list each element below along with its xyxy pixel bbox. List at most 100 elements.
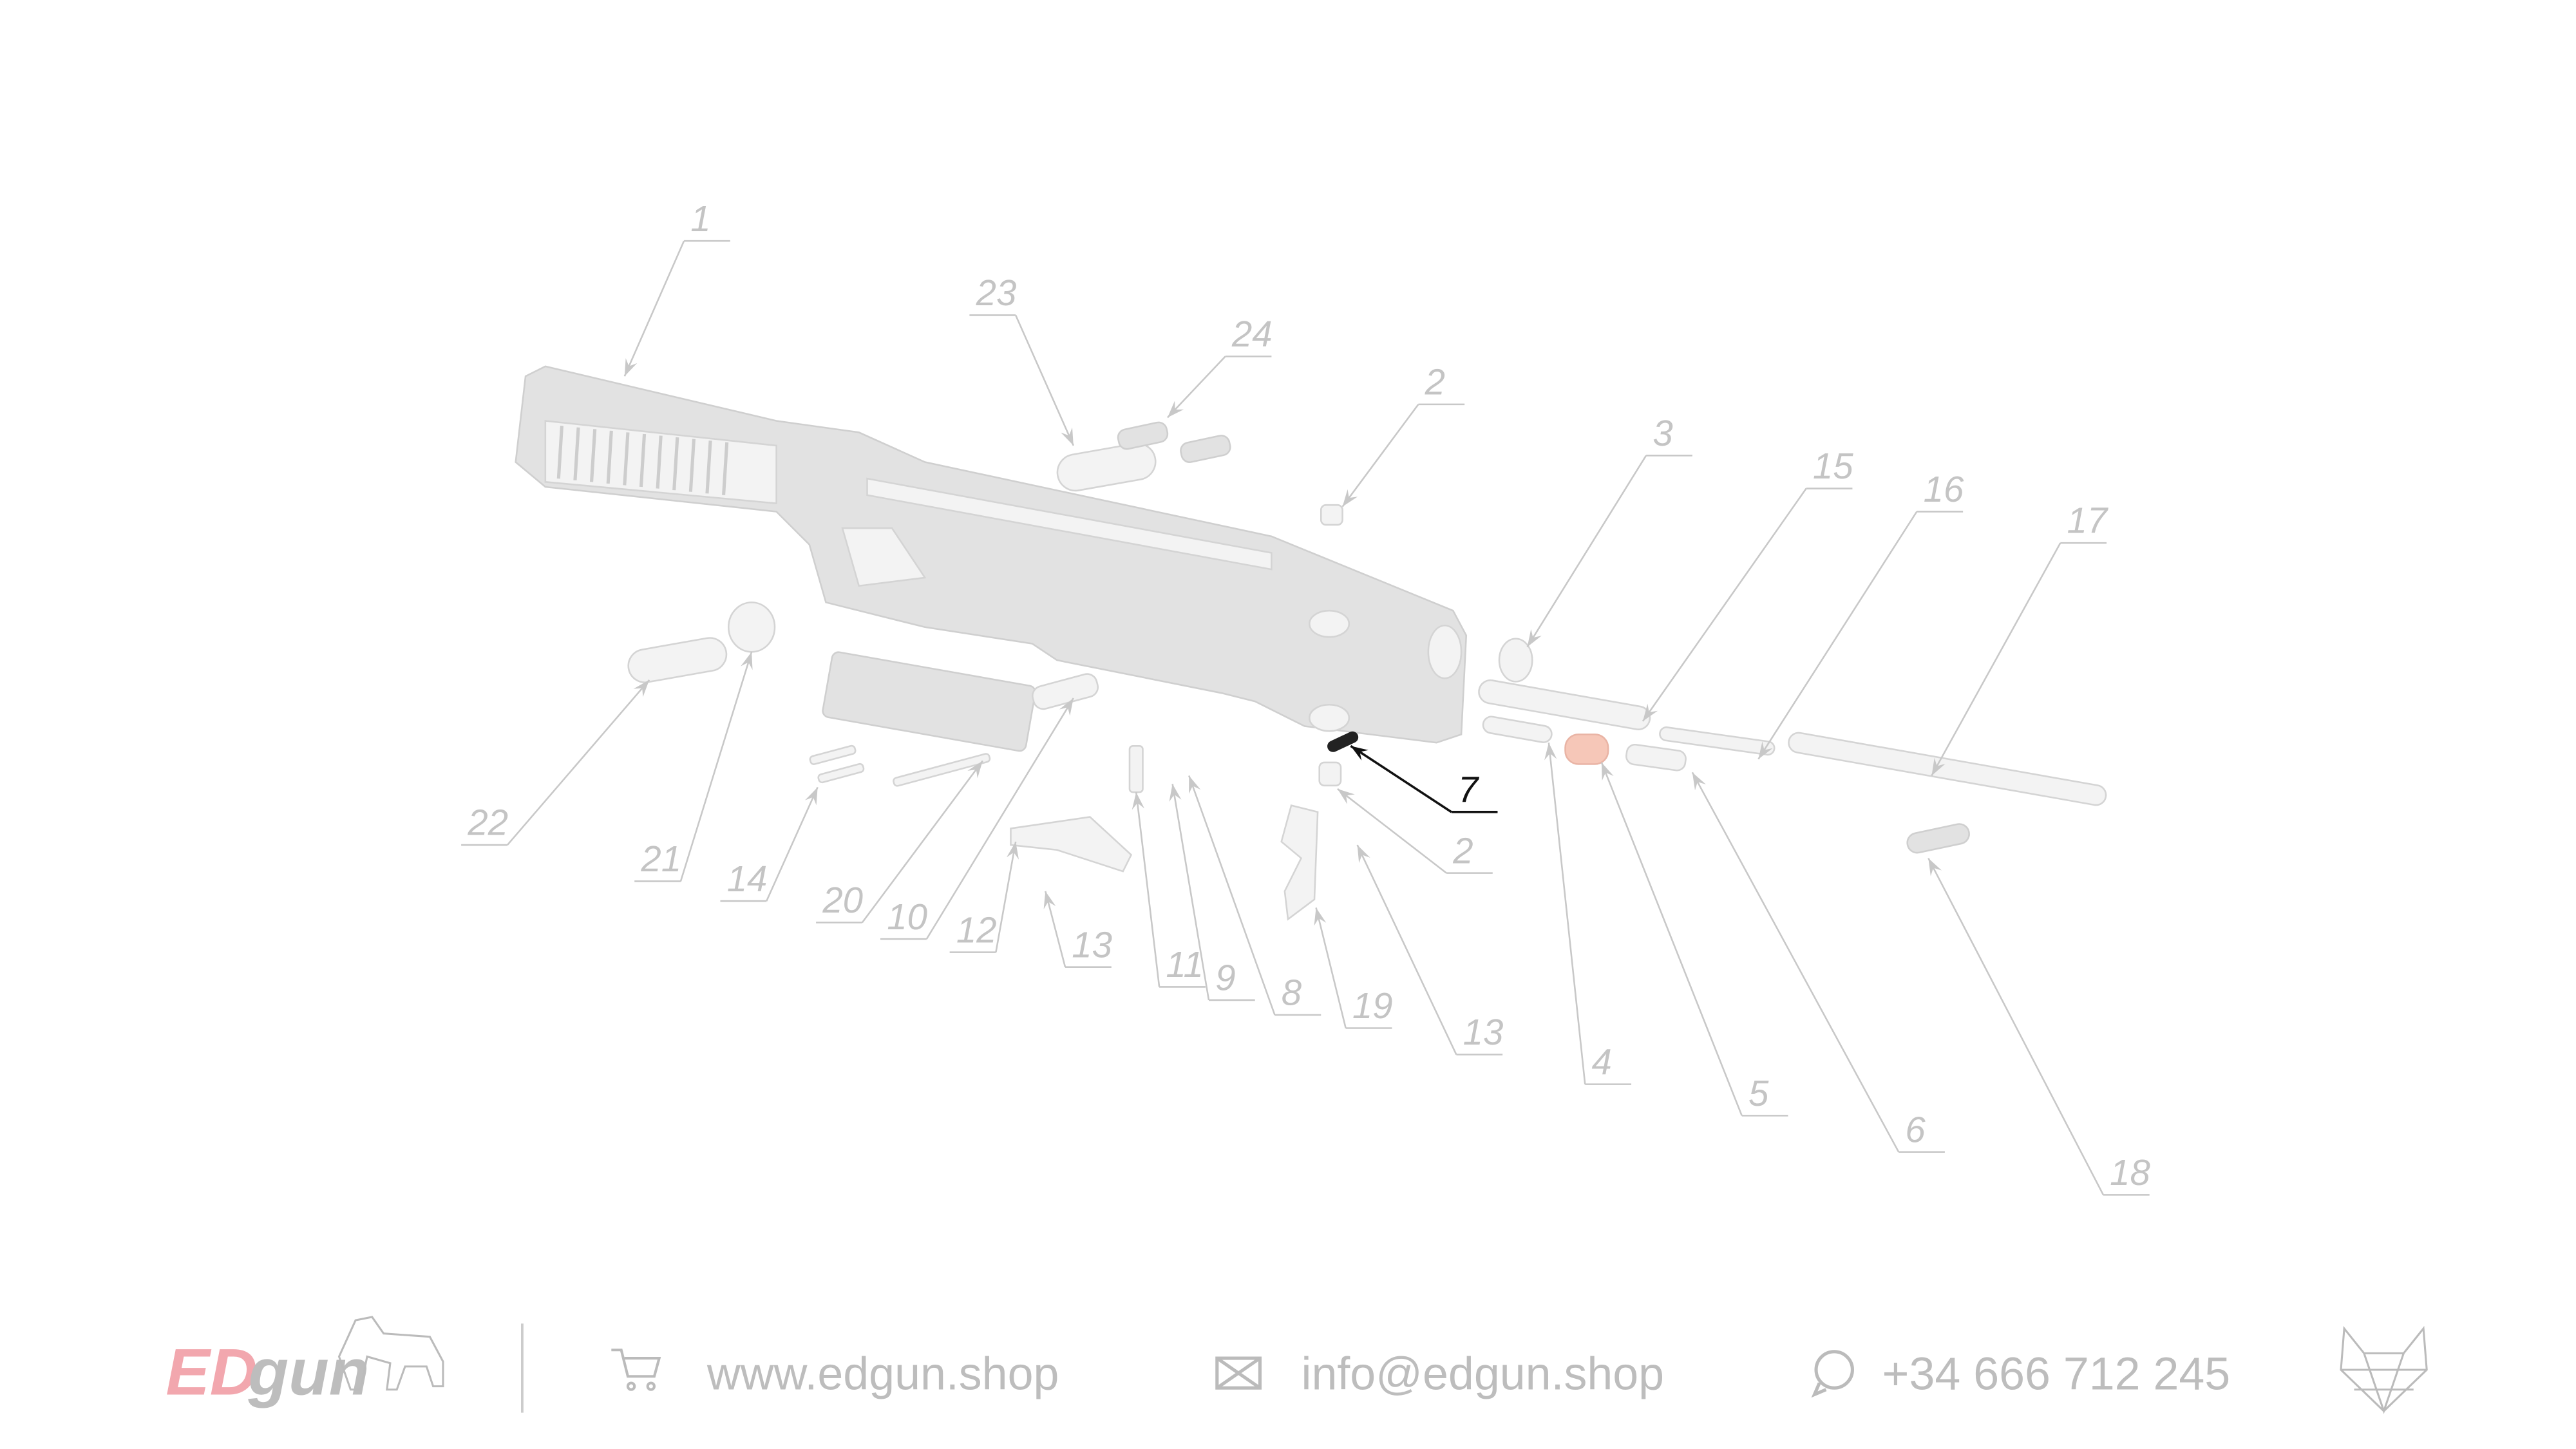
- small-parts: [627, 421, 2107, 921]
- callout-3: 3: [1526, 413, 1692, 648]
- callout-18: 18: [1927, 857, 2151, 1196]
- leader-line: [1548, 743, 1632, 1085]
- callout-label: 17: [2067, 500, 2109, 541]
- arrowhead-icon: [1642, 703, 1658, 721]
- leader-line: [1315, 907, 1392, 1029]
- highlighted-pin-part-7: [1327, 731, 1359, 752]
- leader-line: [1350, 744, 1498, 813]
- arrowhead-icon: [1527, 629, 1542, 647]
- callout-label: 8: [1282, 972, 1302, 1013]
- arrowhead-icon: [741, 652, 753, 670]
- arrowhead-icon: [624, 358, 638, 377]
- callout-label: 15: [1813, 446, 1853, 486]
- leader-line: [1188, 775, 1321, 1016]
- leader-line: [623, 240, 730, 377]
- callout-label: 23: [976, 272, 1017, 313]
- leader-line: [1337, 788, 1493, 874]
- leader-line: [634, 651, 753, 882]
- arrowhead-icon: [1061, 427, 1074, 446]
- callout-4: 4: [1544, 743, 1632, 1085]
- leader-line: [1526, 455, 1692, 648]
- callout-14: 14: [720, 786, 819, 902]
- envelope-icon: [1215, 1356, 1262, 1390]
- callout-2: 2: [1341, 361, 1465, 507]
- callout-1: 1: [623, 198, 730, 377]
- callout-label: 22: [467, 802, 508, 843]
- arrowhead-icon: [1601, 762, 1614, 781]
- arrowhead-icon: [1692, 772, 1706, 791]
- callout-label: 3: [1653, 413, 1672, 453]
- callout-label: 13: [1072, 924, 1112, 965]
- callout-17: 17: [1931, 500, 2109, 777]
- arrowhead-icon: [1758, 741, 1773, 759]
- logo-gun-text: gun: [248, 1334, 370, 1408]
- receiver-part-1: [515, 365, 1468, 744]
- highlight-bushing-part-5: [1564, 734, 1609, 765]
- callout-19: 19: [1314, 907, 1393, 1029]
- arrowhead-icon: [967, 761, 983, 779]
- callout-20: 20: [816, 760, 983, 923]
- arrowhead-icon: [1189, 775, 1201, 794]
- leader-line: [1927, 857, 2150, 1196]
- leader-line: [1166, 355, 1272, 419]
- arrowhead-icon: [1169, 784, 1182, 802]
- website-link[interactable]: www.edgun.shop: [706, 1349, 1059, 1400]
- leader-line: [1931, 542, 2107, 777]
- callout-label: 2: [1425, 361, 1445, 402]
- callout-label: 14: [727, 858, 768, 899]
- arrowhead-icon: [1350, 746, 1368, 761]
- footer: ED gun www.edgun.shop info@edgun.shop +3…: [166, 1316, 2428, 1414]
- callout-24: 24: [1166, 314, 1273, 419]
- callout-label: 5: [1748, 1073, 1769, 1113]
- callout-21: 21: [634, 651, 753, 882]
- leader-line: [1642, 488, 1853, 722]
- leader-line: [1045, 891, 1112, 968]
- leader-line: [1171, 784, 1255, 1001]
- arrowhead-icon: [1342, 489, 1358, 507]
- logo-ed-text: ED: [166, 1334, 257, 1408]
- callout-label: 20: [822, 880, 863, 920]
- arrowhead-icon: [1132, 792, 1144, 810]
- leader-line: [1341, 403, 1465, 507]
- arrowhead-icon: [1314, 907, 1327, 926]
- phone-link[interactable]: +34 666 712 245: [1882, 1349, 2231, 1400]
- callout-label: 6: [1905, 1109, 1926, 1150]
- arrowhead-icon: [1337, 788, 1355, 804]
- callout-16: 16: [1757, 469, 1964, 760]
- callout-13: 13: [1356, 844, 1503, 1056]
- dog-logo-icon: [337, 1316, 444, 1391]
- callout-12: 12: [949, 841, 1019, 953]
- leader-line: [1691, 772, 1945, 1153]
- callout-label: 24: [1231, 314, 1273, 354]
- email-link[interactable]: info@edgun.shop: [1302, 1349, 1665, 1400]
- arrowhead-icon: [1928, 858, 1942, 876]
- cart-icon: [611, 1349, 661, 1391]
- leader-line: [880, 697, 1074, 940]
- callout-10: 10: [880, 697, 1074, 940]
- arrowhead-icon: [1544, 743, 1557, 761]
- callout-label: 2: [1452, 830, 1473, 871]
- arrowhead-icon: [1006, 841, 1019, 860]
- callout-label: 9: [1215, 958, 1235, 998]
- arrowhead-icon: [804, 787, 818, 806]
- callout-13: 13: [1043, 891, 1112, 968]
- callout-15: 15: [1642, 446, 1853, 722]
- arrowhead-icon: [1931, 757, 1946, 776]
- leader-line: [816, 760, 983, 923]
- leader-line: [969, 314, 1075, 446]
- arrowhead-icon: [1167, 401, 1184, 418]
- arrowhead-icon: [1357, 845, 1370, 864]
- callout-label: 21: [640, 838, 681, 879]
- callout-2: 2: [1337, 788, 1493, 874]
- callout-5: 5: [1600, 762, 1788, 1117]
- arrowhead-icon: [633, 679, 650, 697]
- leader-line: [1757, 511, 1964, 760]
- callout-label: 16: [1924, 469, 1964, 509]
- whatsapp-icon: [1811, 1350, 1854, 1398]
- wolf-head-icon: [2340, 1325, 2428, 1414]
- edgun-logo: ED gun: [166, 1316, 444, 1408]
- callout-22: 22: [461, 679, 650, 846]
- callout-label: 19: [1352, 985, 1393, 1026]
- callout-label: 1: [690, 198, 710, 239]
